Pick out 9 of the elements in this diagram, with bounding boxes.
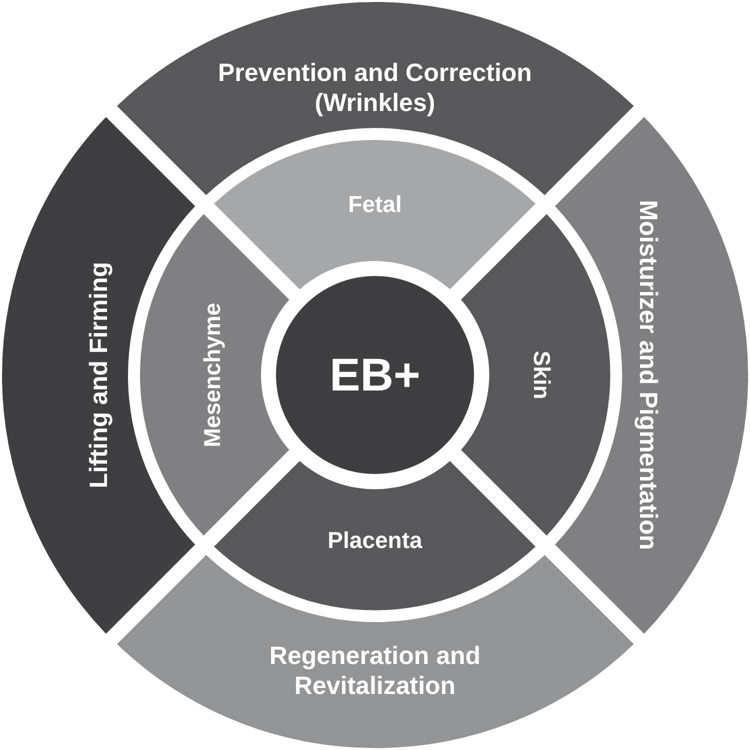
segment-label: Regeneration and Revitalization: [268, 640, 482, 701]
segment-label: Lifting and Firming: [84, 260, 114, 490]
segment-label: Placenta: [326, 527, 424, 555]
segment-label: Mesenchyme: [199, 302, 226, 450]
segment-label: Skin: [528, 350, 555, 402]
segment-label: Fetal: [347, 191, 403, 219]
segment-label: Moisturizer and Pigmentation: [632, 198, 663, 552]
center-label: EB+: [328, 347, 422, 402]
segment-label: Prevention and Correction (Wrinkles): [217, 58, 533, 118]
